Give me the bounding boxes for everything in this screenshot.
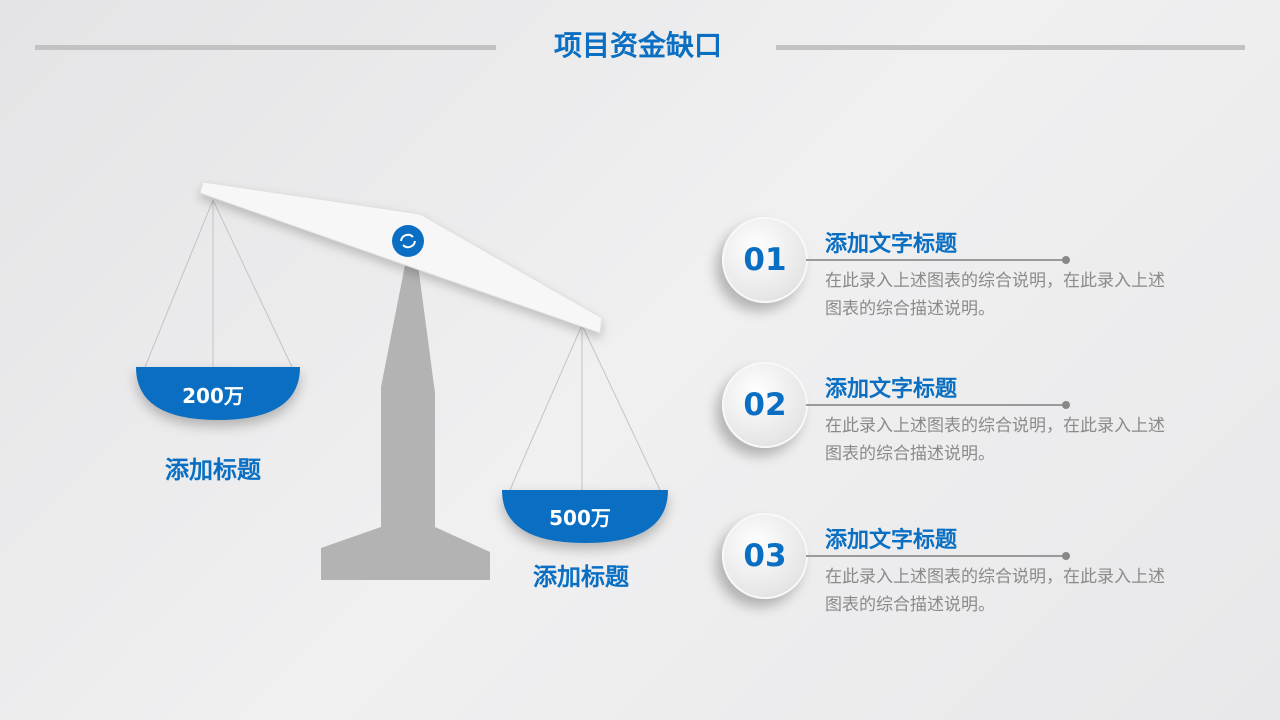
right-pan-label: 添加标题 xyxy=(533,563,629,591)
divider xyxy=(806,404,1064,406)
item-title: 添加文字标题 xyxy=(825,232,958,257)
right-pan-value: 500万 xyxy=(549,506,611,530)
item-title: 添加文字标题 xyxy=(825,377,958,402)
item-title: 添加文字标题 xyxy=(825,528,958,553)
left-pan-value: 200万 xyxy=(182,384,244,408)
pivot-refresh-icon xyxy=(392,225,424,257)
number-badge: 02 xyxy=(722,362,808,448)
divider xyxy=(806,259,1064,261)
divider xyxy=(806,555,1064,557)
right-pan xyxy=(502,490,668,543)
item-desc: 在此录入上述图表的综合说明，在此录入上述图表的综合描述说明。 xyxy=(825,567,1165,615)
left-pan-strings xyxy=(144,199,293,368)
divider-dot xyxy=(1062,256,1070,264)
title-rule-left xyxy=(35,45,496,50)
number-badge: 01 xyxy=(722,217,808,303)
right-pan-strings xyxy=(509,324,661,491)
title-rule-right xyxy=(776,45,1245,50)
divider-dot xyxy=(1062,552,1070,560)
number-badge: 03 xyxy=(722,513,808,599)
page-title: 项目资金缺口 xyxy=(553,29,722,62)
item-desc: 在此录入上述图表的综合说明，在此录入上述图表的综合描述说明。 xyxy=(825,271,1165,319)
item-desc: 在此录入上述图表的综合说明，在此录入上述图表的综合描述说明。 xyxy=(825,416,1165,464)
scale-pillar xyxy=(321,265,490,580)
left-pan xyxy=(136,367,300,420)
left-pan-label: 添加标题 xyxy=(165,456,261,484)
divider-dot xyxy=(1062,401,1070,409)
scale-beam xyxy=(199,181,603,334)
